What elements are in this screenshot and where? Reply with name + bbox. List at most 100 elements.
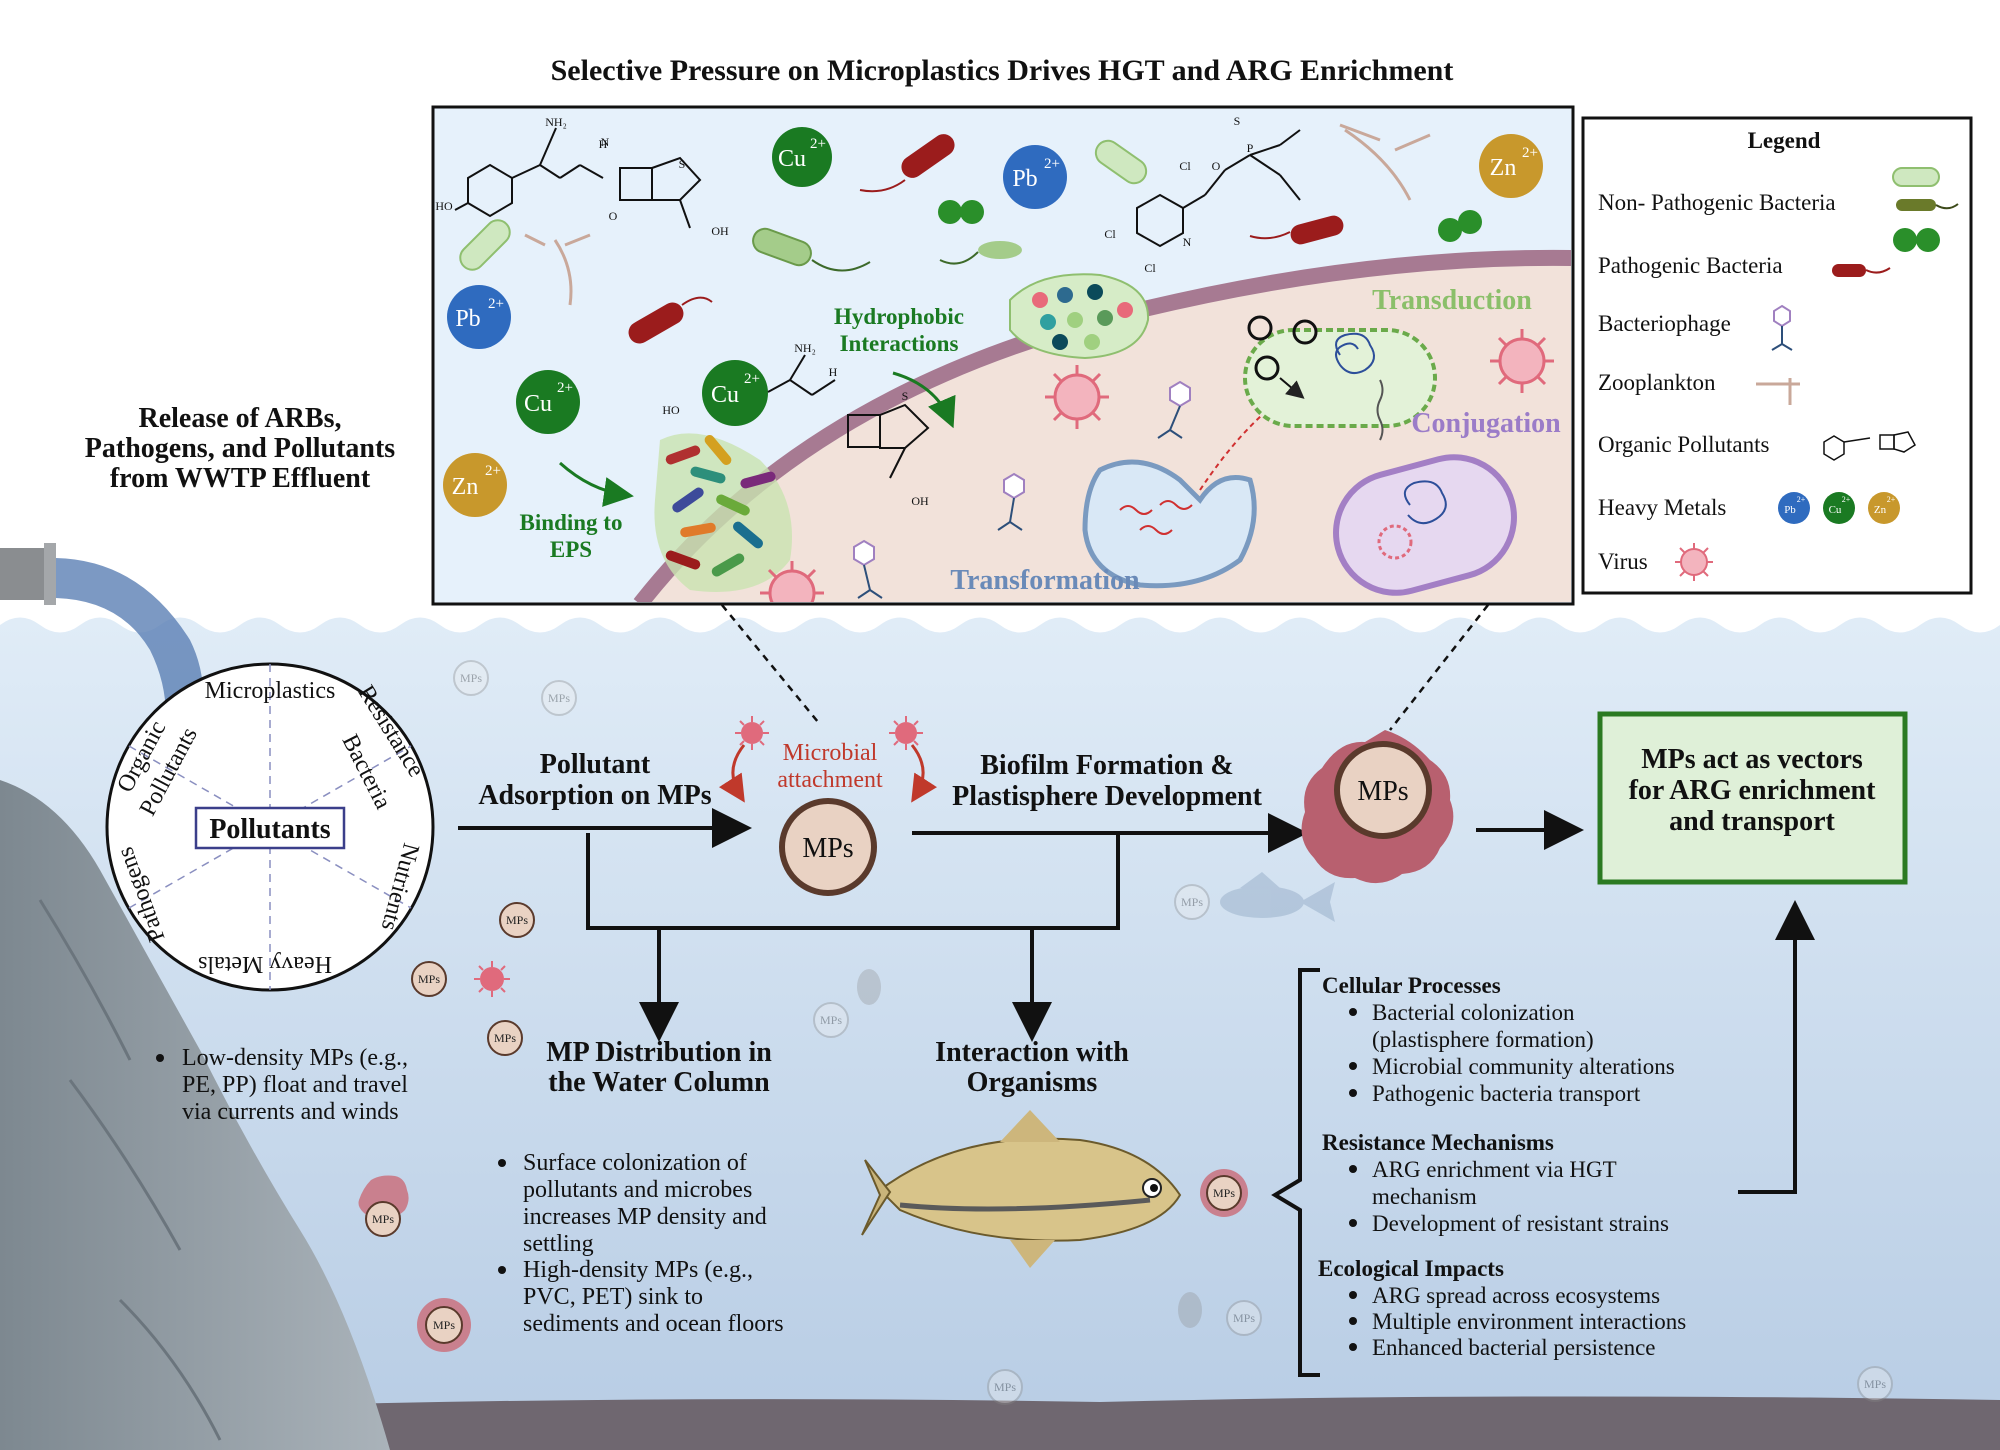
distribution-bullets: Surface colonization of pollutants and m… [498,1150,784,1337]
adsorption-label: Pollutant [540,749,651,780]
release-line: from WWTP Effluent [110,463,371,494]
svg-text:HO: HO [435,199,453,213]
mp-particle: MPs [411,961,447,997]
mp-particle-faded: MPs [1226,1300,1262,1336]
svg-text:S: S [902,389,909,403]
svg-text:S: S [679,157,686,171]
mp-particle-biofilm: MPs [358,1175,409,1237]
cu-ion-icon: Cu2+ [1823,492,1855,524]
non-pathogenic-bacterium-icon [939,241,1022,265]
legend-item: Virus [1598,549,1648,574]
non-pathogenic-bacterium-icon [1892,167,1940,187]
svg-text:MPs: MPs [820,1013,842,1027]
fish-silhouette-faded [1220,872,1335,922]
svg-text:mechanism: mechanism [1372,1184,1477,1209]
amoxicillin-labels-2: NH₂ HO H S OH [662,341,929,508]
svg-text:MPs: MPs [548,691,570,705]
page-title: Selective Pressure on Microplastics Driv… [551,54,1454,87]
virus-icon [889,716,923,750]
legend: Legend Non- Pathogenic Bacteria Pathogen… [1581,116,1973,595]
impact-heading: Cellular Processes [1322,973,1501,998]
mp-particle-faded: MPs [987,1369,1023,1405]
conjugation-cell [1333,379,1517,596]
release-line: Pathogens, and Pollutants [85,433,395,464]
svg-text:MPs: MPs [494,1031,516,1045]
svg-text:N: N [1183,235,1192,249]
mp-particles: MPs MPs MPs MPs MPs MPs MPs MPs MPs MPs … [358,660,1893,1405]
flow-arrows [458,808,1815,1194]
svg-text:MPs: MPs [1233,1311,1255,1325]
svg-text:Cu: Cu [711,382,739,408]
attachment-label: Microbial [783,740,878,766]
hydrophobic-arrow [892,371,956,429]
svg-text:Zn: Zn [1874,504,1887,516]
svg-text:2+: 2+ [1044,156,1060,172]
zoom-lines [721,604,1489,731]
mp-biofilm-label: MPs [1357,776,1408,807]
release-label: Release of ARBs, Pathogens, and Pollutan… [85,403,395,494]
virus-icon [735,716,769,750]
mp-particle-faded: MPs [1857,1366,1893,1402]
svg-text:2+: 2+ [744,371,760,387]
vectors-box: MPs act as vectors for ARG enrichment an… [1597,711,1908,885]
svg-text:H: H [829,365,838,379]
non-pathogenic-bacterium-icon [752,227,871,272]
biofilm-cluster [654,433,792,592]
svg-text:Cl: Cl [1144,261,1156,275]
svg-text:MPs: MPs [1213,1186,1235,1200]
cu-ion-icon: Cu2+ [516,370,580,434]
svg-text:Cl: Cl [1179,159,1191,173]
svg-text:OH: OH [711,224,729,238]
low-density-note: Low-density MPs (e.g., PE, PP) float and… [156,1045,408,1125]
legend-item: Organic Pollutants [1598,432,1769,457]
legend-item: Non- Pathogenic Bacteria [1598,190,1836,215]
biofilm-label: Biofilm Formation & [980,750,1234,781]
pathogenic-bacterium-icon [1249,215,1344,245]
svg-text:ARG enrichment via HGT: ARG enrichment via HGT [1372,1157,1617,1182]
low-density-line: via currents and winds [182,1099,399,1125]
mp-particle: MPs [499,902,535,938]
zooplankton-faded [857,969,1202,1328]
zooplankton-icon [1756,378,1800,405]
svg-text:Bacterial colonization: Bacterial colonization [1372,1000,1575,1025]
transduction-cell [1243,315,1437,428]
pathogenic-bacterium-icon [628,296,713,344]
seabed [300,1396,2000,1450]
transformation-label: Transformation [950,565,1140,596]
svg-text:MPs: MPs [1864,1377,1886,1391]
svg-text:MPs: MPs [418,972,440,986]
release-line: Release of ARBs, [139,403,342,434]
chlorpyrifos-structure [1136,129,1301,248]
svg-text:ARG spread across ecosystems: ARG spread across ecosystems [1372,1283,1660,1308]
zn-ion-icon: Zn2+ [1868,492,1900,524]
amoxicillin-structure [454,127,702,229]
virus-icon [760,561,824,602]
svg-text:Pb: Pb [1012,166,1037,192]
zooplankton-icon [1339,123,1431,201]
distribution-label: MP Distribution in [546,1037,772,1068]
svg-text:MPs: MPs [1181,895,1203,909]
svg-text:H: H [599,137,608,151]
legend-item: Heavy Metals [1598,495,1726,520]
svg-text:Pathogenic bacteria transport: Pathogenic bacteria transport [1372,1081,1641,1106]
pb-ion-icon: Pb2+ [1778,492,1810,524]
svg-text:Enhanced bacterial persistence: Enhanced bacterial persistence [1372,1335,1656,1360]
vectors-line: for ARG enrichment [1629,775,1876,806]
svg-text:Zn: Zn [1490,155,1517,181]
fish-icon [861,1110,1182,1268]
mp-particle-faded: MPs [453,660,489,696]
organic-pollutant-icon [1823,431,1916,461]
svg-text:Development of resistant strai: Development of resistant strains [1372,1211,1669,1236]
zooplankton-icon [524,233,591,306]
svg-text:pollutants and microbes: pollutants and microbes [523,1177,752,1203]
svg-text:S: S [1234,114,1241,128]
impacts-bracket [1271,968,1320,1377]
svg-text:Surface colonization of: Surface colonization of [523,1150,747,1176]
legend-title: Legend [1748,128,1821,153]
attachment-label: attachment [777,767,883,793]
binding-arrow [558,461,634,507]
svg-text:MPs: MPs [994,1380,1016,1394]
vectors-line: and transport [1669,806,1835,837]
bacteriophage-icon [1771,304,1793,351]
